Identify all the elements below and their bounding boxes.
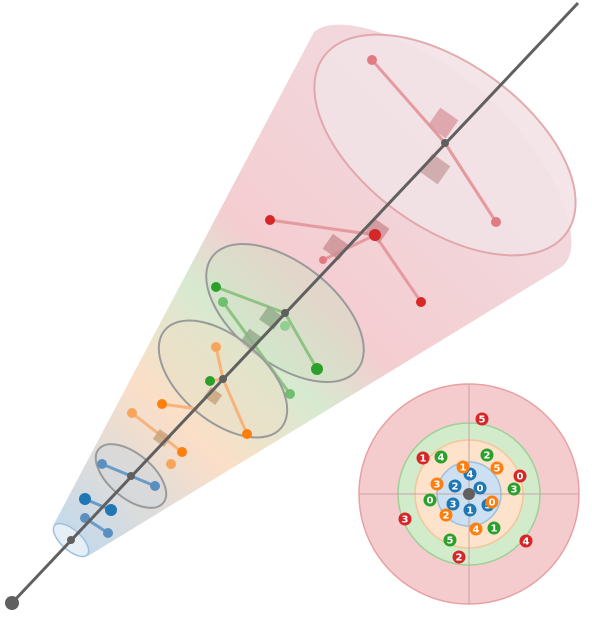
svg-text:5: 5 [494, 464, 501, 475]
svg-text:4: 4 [438, 453, 445, 464]
svg-text:3: 3 [434, 480, 441, 491]
inset-badges: 1 0 2 3 4 5 1 0 5 4 2 3 4 2 3 1 5 0 5 0 … [398, 412, 533, 564]
green-badge: 5 [443, 533, 457, 547]
svg-text:2: 2 [443, 511, 450, 522]
green-badge: 0 [423, 493, 437, 507]
green-badge: 2 [480, 448, 494, 462]
orange-cluster [127, 342, 252, 469]
svg-text:1: 1 [491, 524, 498, 535]
svg-text:1: 1 [467, 506, 474, 517]
svg-text:1: 1 [460, 463, 467, 474]
axis-node [281, 309, 289, 317]
axis-node [67, 536, 75, 544]
red-badge: 0 [513, 469, 527, 483]
inset-rings [358, 383, 580, 605]
red-badge: 4 [519, 534, 533, 548]
orange-badge: 4 [469, 522, 483, 536]
svg-text:0: 0 [489, 498, 496, 509]
red-badge: 2 [452, 550, 466, 564]
svg-text:0: 0 [517, 472, 524, 483]
svg-text:3: 3 [402, 515, 409, 526]
blue-badge: 2 [448, 479, 462, 493]
green-badge: 4 [434, 450, 448, 464]
cone-axis [10, 1, 580, 605]
green-badge: 3 [507, 482, 521, 496]
svg-text:2: 2 [484, 451, 491, 462]
blue-badge: 1 [463, 503, 477, 517]
orange-badge: 5 [490, 461, 504, 475]
orange-badge: 0 [485, 495, 499, 509]
orange-badge: 1 [456, 460, 470, 474]
red-badge: 5 [475, 412, 489, 426]
red-badge: 1 [416, 451, 430, 465]
svg-text:2: 2 [452, 482, 459, 493]
axis-origin [5, 596, 19, 610]
axis-node [219, 375, 227, 383]
axis-node [127, 472, 135, 480]
svg-text:4: 4 [523, 537, 530, 548]
blue-badge: 3 [446, 497, 460, 511]
svg-text:4: 4 [467, 470, 474, 481]
svg-text:3: 3 [450, 500, 457, 511]
red-badge: 3 [398, 512, 412, 526]
svg-text:5: 5 [447, 536, 454, 547]
svg-text:0: 0 [477, 484, 484, 495]
axis-node [441, 139, 449, 147]
red-cluster-top [367, 55, 501, 227]
inset-center [463, 488, 475, 500]
svg-text:2: 2 [456, 553, 463, 564]
green-badge: 1 [487, 521, 501, 535]
orange-badge: 3 [430, 477, 444, 491]
svg-text:3: 3 [511, 485, 518, 496]
svg-text:0: 0 [427, 496, 434, 507]
orange-badge: 2 [439, 508, 453, 522]
svg-text:1: 1 [420, 454, 427, 465]
svg-text:5: 5 [479, 415, 486, 426]
svg-text:4: 4 [473, 525, 480, 536]
blue-badge: 0 [473, 481, 487, 495]
